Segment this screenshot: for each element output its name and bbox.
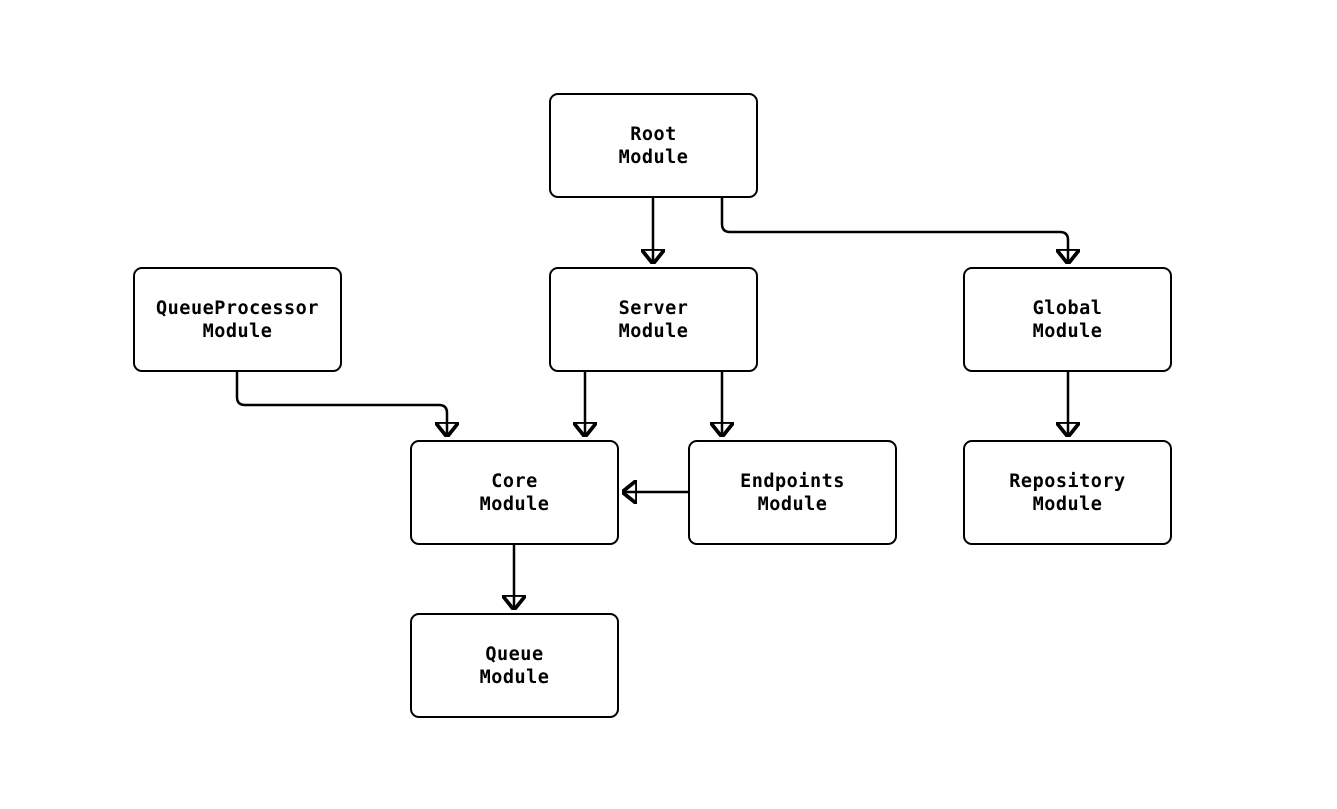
node-queue-module-label: Queue Module xyxy=(479,643,550,688)
node-queueprocessor-module: QueueProcessor Module xyxy=(133,267,342,372)
node-core-module-label: Core Module xyxy=(479,470,550,515)
node-server-module-label: Server Module xyxy=(618,297,689,342)
node-server-module: Server Module xyxy=(549,267,758,372)
edge-queueprocessor-to-core xyxy=(235,372,447,437)
node-core-module: Core Module xyxy=(410,440,619,545)
node-global-module: Global Module xyxy=(963,267,1172,372)
node-repository-module-label: Repository Module xyxy=(1009,470,1126,515)
node-root-module: Root Module xyxy=(549,93,758,198)
node-global-module-label: Global Module xyxy=(1032,297,1103,342)
node-repository-module: Repository Module xyxy=(963,440,1172,545)
node-endpoints-module: Endpoints Module xyxy=(688,440,897,545)
edge-root-to-global xyxy=(720,198,1068,264)
node-queue-module: Queue Module xyxy=(410,613,619,718)
node-root-module-label: Root Module xyxy=(618,123,689,168)
node-endpoints-module-label: Endpoints Module xyxy=(740,470,845,515)
node-queueprocessor-module-label: QueueProcessor Module xyxy=(156,297,319,342)
